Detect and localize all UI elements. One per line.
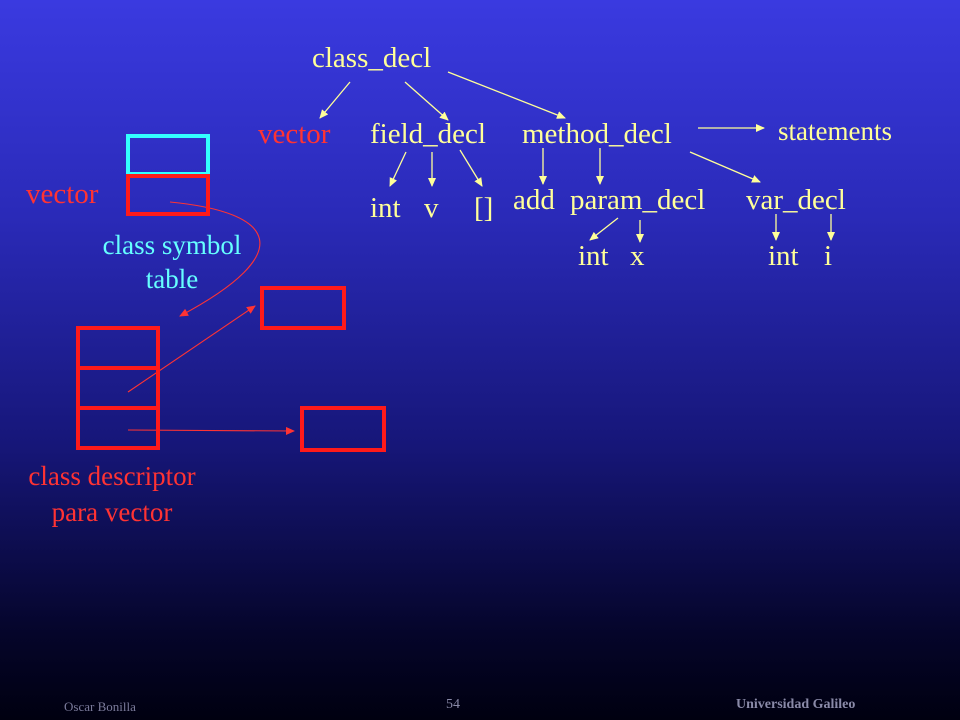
statements-label: statements bbox=[778, 116, 892, 146]
footer-page-number: 54 bbox=[446, 697, 460, 712]
symbol-table-caption-line1: class symbol bbox=[102, 230, 242, 260]
edge-root-field-decl bbox=[404, 81, 449, 121]
descriptor-cell-2 bbox=[76, 366, 160, 410]
field-decl-label: field_decl bbox=[370, 118, 486, 150]
vector-node-label: vector bbox=[258, 118, 331, 150]
descriptor-caption-line1: class descriptor bbox=[28, 461, 196, 491]
symbol-table-entry-label: vector bbox=[26, 178, 99, 210]
field-target-box bbox=[260, 286, 346, 330]
footer-institution: Universidad Galileo bbox=[736, 697, 856, 712]
method-add-label: add bbox=[513, 184, 555, 216]
param-int-label: int bbox=[578, 240, 609, 272]
class-decl-label: class_decl bbox=[312, 42, 432, 74]
field-int-label: int bbox=[370, 192, 401, 224]
descriptor-cell-1 bbox=[76, 326, 160, 370]
footer-author: Oscar Bonilla bbox=[64, 699, 136, 714]
edge-param-int bbox=[589, 217, 619, 241]
edge-method-var bbox=[689, 151, 761, 183]
var-i-label: i bbox=[824, 240, 833, 272]
param-x-label: x bbox=[630, 240, 645, 272]
symbol-table-cell-vector bbox=[126, 174, 210, 216]
descriptor-caption-line2: para vector bbox=[51, 497, 173, 527]
edge-field-brackets bbox=[459, 149, 483, 187]
symbol-table-cell-top bbox=[126, 134, 210, 176]
var-int-label: int bbox=[768, 240, 799, 272]
method-decl-label: method_decl bbox=[522, 118, 672, 150]
edge-field-int bbox=[389, 151, 407, 187]
field-brackets-label: [] bbox=[474, 192, 494, 224]
var-decl-label: var_decl bbox=[746, 184, 846, 216]
edge-root-method-decl bbox=[447, 71, 566, 119]
method-target-box bbox=[300, 406, 386, 452]
param-decl-label: param_decl bbox=[570, 184, 706, 216]
symbol-table-caption: class symbol table bbox=[62, 228, 282, 296]
field-v-label: v bbox=[424, 192, 439, 224]
edge-root-vector bbox=[319, 81, 351, 119]
symbol-table-caption-line2: table bbox=[145, 264, 199, 294]
descriptor-cell-3 bbox=[76, 406, 160, 450]
descriptor-caption: class descriptor para vector bbox=[2, 458, 222, 530]
